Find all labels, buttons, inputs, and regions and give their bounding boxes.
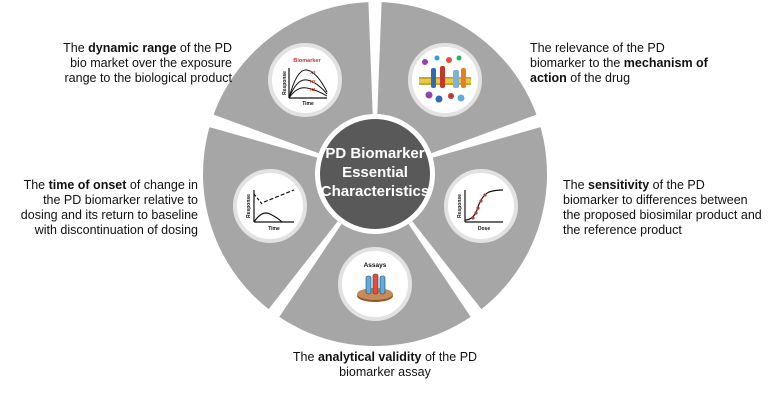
cell-membrane-receptors-icon — [408, 43, 482, 117]
axis-xlabel: Dose — [478, 226, 490, 232]
axis-xlabel: Time — [268, 226, 280, 232]
icon-title: Assays — [364, 262, 387, 269]
center-title-line-1: PD Biomarker — [325, 145, 424, 162]
curve-mark-x3: X3 — [310, 70, 316, 75]
dose-response-curve-icon: Response Dose — [444, 169, 518, 243]
caption-dynamic-range: The dynamic range of the PD bio market o… — [63, 41, 232, 85]
dose-response-curves-icon: Biomarker X3 X2 X1 Response Time — [268, 43, 342, 117]
curve-mark-x1: X1 — [310, 87, 316, 92]
assay-test-tubes-icon: Assays — [338, 247, 412, 321]
caption-time-of-onset: The time of onset of change in the PD bi… — [20, 178, 198, 237]
curve-mark-x2: X2 — [310, 79, 316, 84]
center-title-line-3: Characteristics — [321, 183, 429, 200]
caption-sensitivity: The sensitivity of the PD biomarker to d… — [563, 178, 762, 237]
center-hub — [316, 115, 434, 233]
center-title-line-2: Essential — [342, 164, 408, 181]
caption-analytical-validity: The analytical validity of the PD biomar… — [292, 350, 478, 379]
axis-ylabel: Response — [457, 194, 463, 218]
caption-mechanism-of-action: The relevance of the PD biomarker to the… — [530, 41, 708, 85]
icon-title: Biomarker — [293, 58, 321, 64]
axis-ylabel: Response — [282, 71, 288, 95]
onset-response-curve-icon: Response Time — [233, 169, 307, 243]
axis-ylabel: Response — [246, 194, 252, 218]
axis-xlabel: Time — [302, 101, 314, 107]
